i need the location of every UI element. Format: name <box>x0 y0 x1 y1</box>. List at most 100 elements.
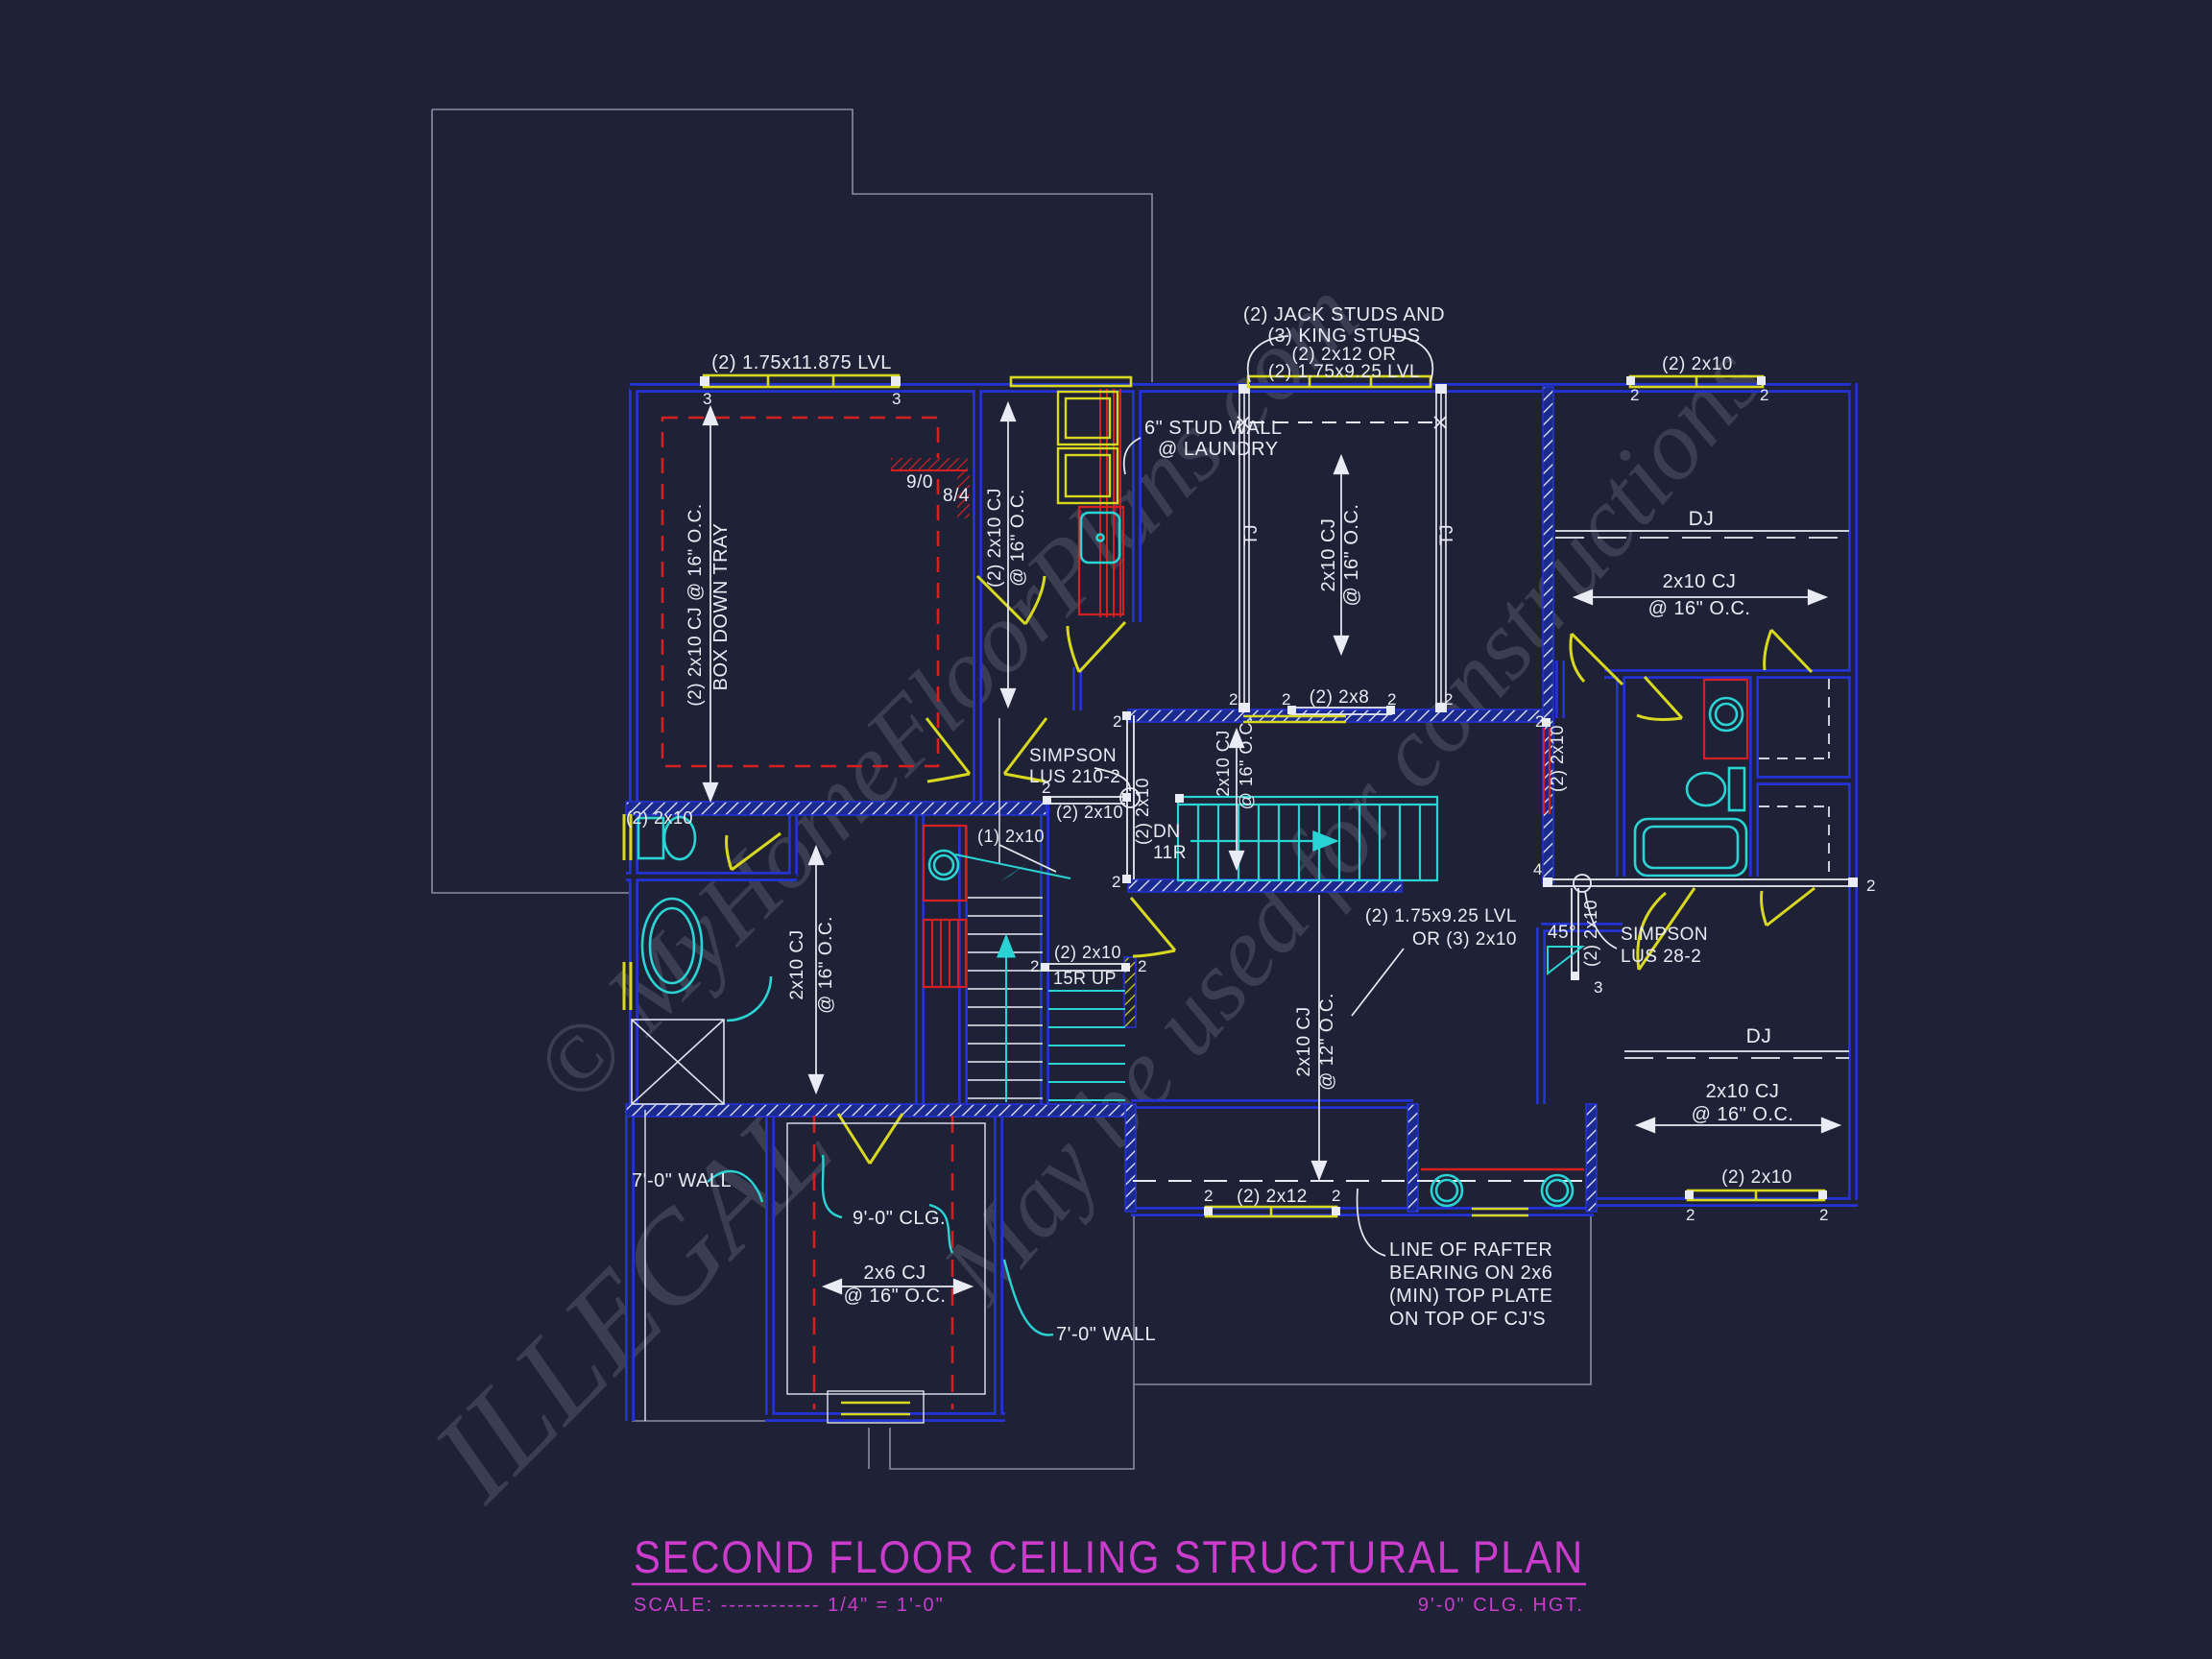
beam-count-marker: 2 <box>1387 690 1397 709</box>
label-cj-br-2: @ 16" O.C. <box>1692 1104 1794 1125</box>
beam-count-marker: 2 <box>1282 690 1291 709</box>
label-2x12-or: (2) 2x12 OR <box>1292 345 1397 365</box>
label-rafter-4: ON TOP OF CJ'S <box>1389 1309 1546 1330</box>
label-2-2x10-beam: (2) 2x10 <box>1056 803 1123 822</box>
label-simpson-210-2: LUS 210-2 <box>1029 767 1120 787</box>
laundry-appliances <box>1056 390 1119 505</box>
label-simpson-28-2: LUS 28-2 <box>1621 947 1701 967</box>
toilet-1-bowl <box>662 815 697 861</box>
label-wall-7-right: 7'-0" WALL <box>1056 1324 1156 1345</box>
beam-count-marker: 2 <box>1444 690 1454 709</box>
label-lvl-11875: (2) 1.75x11.875 LVL <box>711 352 892 373</box>
label-rafter-1: LINE OF RAFTER <box>1389 1239 1552 1261</box>
label-cj-stair-2: @ 16" O.C. <box>1237 717 1256 810</box>
leaders <box>998 335 1618 1257</box>
label-dj-top: DJ <box>1689 508 1715 530</box>
label-cj-12-1: 2x10 CJ <box>1294 1006 1314 1076</box>
label-bath-cj-2: @ 16" O.C. <box>816 916 836 1014</box>
label-cj-12-2: @ 12" O.C. <box>1317 993 1337 1091</box>
first-floor-outline <box>431 108 1592 1470</box>
dashed-lines <box>1133 416 1849 1182</box>
ceiling-label: 9'-0" CLG. HGT. <box>1418 1595 1584 1616</box>
toilet-2-tank <box>1727 766 1746 812</box>
beam-count-marker: 2 <box>1819 1206 1829 1224</box>
label-opening-84: 8/4 <box>943 486 970 506</box>
label-opening-90: 9/0 <box>906 472 933 493</box>
label-rafter-3: (MIN) TOP PLATE <box>1389 1286 1553 1307</box>
squiggle-2 <box>821 1154 843 1219</box>
bath3-sink-1 <box>1430 1173 1464 1208</box>
toilet-2-bowl <box>1685 771 1727 807</box>
label-simpson-210-1: SIMPSON <box>1029 746 1117 766</box>
beam-count-marker: 2 <box>1138 957 1147 975</box>
label-cj-right-2: @ 16" O.C. <box>1648 598 1751 619</box>
beams-white <box>998 707 1856 977</box>
beam-end-squares <box>700 376 1858 1215</box>
labels-layer: (2) 1.75x11.875 LVL(2) JACK STUDS AND(3)… <box>626 304 1793 1345</box>
label-2x10-bottom: (2) 2x10 <box>1721 1167 1792 1188</box>
label-cj-br-1: 2x10 CJ <box>1706 1081 1780 1102</box>
arrows <box>702 400 1842 1295</box>
bath3-sink-2 <box>1540 1173 1575 1208</box>
label-king-studs: (3) KING STUDS <box>1267 325 1420 347</box>
squiggle-1 <box>707 1169 764 1203</box>
label-cj-26-2: @ 16" O.C. <box>844 1286 947 1307</box>
label-simpson-28-1: SIMPSON <box>1621 925 1708 945</box>
label-2x10-rot-mid: (2) 2x10 <box>1581 900 1600 967</box>
beam-count-marker: 2 <box>1204 1187 1214 1205</box>
beam-count-marker: 2 <box>1535 712 1545 731</box>
beam-count-marker: 2 <box>1030 957 1040 975</box>
label-cj-center-1: 2x10 CJ <box>1318 518 1339 592</box>
tj-walls <box>1238 388 1447 709</box>
beam-count-marker: 2 <box>1042 779 1051 797</box>
label-lvl-or-2: OR (3) 2x10 <box>1412 929 1517 950</box>
label-stud-wall-1: 6" STUD WALL <box>1144 418 1283 439</box>
label-cj-hall-1: (2) 2x10 CJ <box>985 488 1005 588</box>
label-box-down-tray: BOX DOWN TRAY <box>710 523 732 691</box>
tj-wall-ends <box>1238 384 1447 712</box>
title-block: SECOND FLOOR CEILING STRUCTURAL PLAN SCA… <box>632 1531 1586 1616</box>
beam-count-marker: 2 <box>1112 873 1121 891</box>
label-cj-master: (2) 2x10 CJ @ 16" O.C. <box>685 503 706 706</box>
label-2x10-landing: (2) 2x10 <box>1054 943 1121 962</box>
label-lvl-or-1: (2) 1.75x9.25 LVL <box>1365 906 1517 926</box>
beam-count-marker: 3 <box>703 390 712 408</box>
label-2x8: (2) 2x8 <box>1310 687 1370 708</box>
red-elements <box>661 389 1749 1409</box>
label-15r-up: 15R UP <box>1053 969 1117 988</box>
label-cj-stair-1: 2x10 CJ <box>1214 730 1233 797</box>
scale-label: SCALE: ------------ 1/4" = 1'-0" <box>634 1595 945 1616</box>
beam-count-marker: 2 <box>1686 1206 1695 1224</box>
beam-count-marker: 3 <box>1594 978 1603 997</box>
label-lvl-925: (2) 1.75x9.25 LVL <box>1268 362 1420 382</box>
beam-count-marker: 4 <box>1533 860 1543 878</box>
label-dn: DN <box>1153 822 1180 842</box>
label-45deg: 45° <box>1548 923 1576 943</box>
stairs-dn-start <box>1175 794 1184 803</box>
doors-yellow <box>622 574 1815 1165</box>
label-cj-center-2: @ 16" O.C. <box>1341 504 1362 607</box>
label-1-2x10: (1) 2x10 <box>977 827 1045 846</box>
fixtures <box>637 511 1748 1336</box>
label-rafter-2: BEARING ON 2x6 <box>1389 1262 1552 1284</box>
plan-title: SECOND FLOOR CEILING STRUCTURAL PLAN <box>634 1531 1584 1582</box>
laundry-sink <box>1079 511 1121 565</box>
label-dj-bottom: DJ <box>1746 1025 1772 1047</box>
label-2x10-rot-wall: (2) 2x10 <box>1548 725 1567 792</box>
label-11r: 11R <box>1153 843 1187 863</box>
beam-count-marker: 2 <box>1866 877 1876 895</box>
squiggle-3 <box>928 1203 954 1254</box>
beam-count-marker: 2 <box>1760 386 1769 404</box>
label-wall-7-left: 7'-0" WALL <box>632 1170 732 1191</box>
label-tj-left: TJ <box>1241 524 1262 545</box>
label-2-2x10-rot: (2) 2x10 <box>1133 778 1152 845</box>
bonus-room-inner <box>644 1110 986 1424</box>
beam-count-marker: 3 <box>892 390 902 408</box>
squiggle-4 <box>1002 1259 1054 1336</box>
label-stud-wall-2: @ LAUNDRY <box>1158 439 1279 460</box>
stairs-up-lower <box>997 933 1125 1102</box>
beam-count-marker: 2 <box>1332 1187 1341 1205</box>
beam-count-marker: 2 <box>1113 712 1122 731</box>
